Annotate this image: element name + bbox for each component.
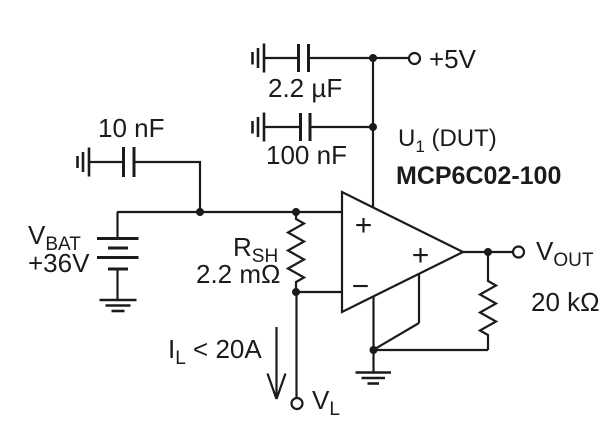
terminal-circle-icon xyxy=(290,396,304,411)
capacitor-value-label: 100 nF xyxy=(266,140,347,170)
capacitor-icon xyxy=(299,113,312,141)
opamp-triangle-icon xyxy=(340,190,466,314)
shunt-value-label: 2.2 mΩ xyxy=(196,259,280,289)
battery-voltage-label: +36V xyxy=(28,248,90,278)
vl-terminal-label: VL xyxy=(312,385,340,420)
bypass-capacitor-100n: 100 nF xyxy=(251,112,373,170)
opamp-reference-label: + xyxy=(412,239,430,272)
opamp-inverting-label: − xyxy=(352,270,370,303)
current-arrow-icon xyxy=(266,327,287,400)
ground-icon xyxy=(251,112,266,142)
ground-icon xyxy=(76,147,91,177)
bypass-capacitor-2u2: 2.2 µF xyxy=(251,43,414,103)
junction-dot xyxy=(369,54,377,62)
output-resistor-value-label: 20 kΩ xyxy=(531,287,600,317)
capacitor-value-label: 10 nF xyxy=(98,113,165,143)
battery-vbat: VBAT +36V xyxy=(28,212,139,313)
shunt-resistor-rsh: RSH 2.2 mΩ xyxy=(196,212,342,398)
load-branch: IL < 20A VL xyxy=(168,327,340,420)
output-network: VOUT 20 kΩ xyxy=(373,236,600,352)
shunt-name-label: RSH xyxy=(233,232,278,267)
dut-part-number-label: MCP6C02-100 xyxy=(396,162,561,190)
resistor-icon xyxy=(285,212,307,292)
load-current-label: IL < 20A xyxy=(168,334,262,369)
ground-icon xyxy=(251,43,266,73)
filter-capacitor-10n: 10 nF xyxy=(76,113,202,212)
plus5v-label: +5V xyxy=(429,44,477,74)
dut-designator-label: U1 (DUT) xyxy=(398,125,497,156)
capacitor-icon xyxy=(297,44,310,72)
capacitor-icon xyxy=(122,147,136,177)
terminal-circle-icon xyxy=(511,245,526,259)
ground-icon xyxy=(99,298,137,313)
opamp-noninverting-label: + xyxy=(355,209,373,242)
dut-labels: U1 (DUT) MCP6C02-100 xyxy=(396,125,561,190)
ground-icon xyxy=(355,371,391,385)
battery-name-label: VBAT xyxy=(28,220,81,255)
junction-dot xyxy=(196,208,204,216)
junction-dot xyxy=(369,123,377,131)
capacitor-value-label: 2.2 µF xyxy=(268,73,342,103)
supply-rail xyxy=(369,54,377,208)
terminal-circle-icon xyxy=(407,51,422,66)
vout-terminal-label: VOUT xyxy=(536,236,594,271)
input-wire xyxy=(117,208,342,216)
wire xyxy=(373,322,420,351)
battery-icon xyxy=(97,237,139,271)
wire xyxy=(134,160,202,212)
plus5v-terminal: +5V xyxy=(407,44,477,74)
resistor-icon xyxy=(477,252,499,350)
opamp-symbol: + − + xyxy=(340,190,466,385)
